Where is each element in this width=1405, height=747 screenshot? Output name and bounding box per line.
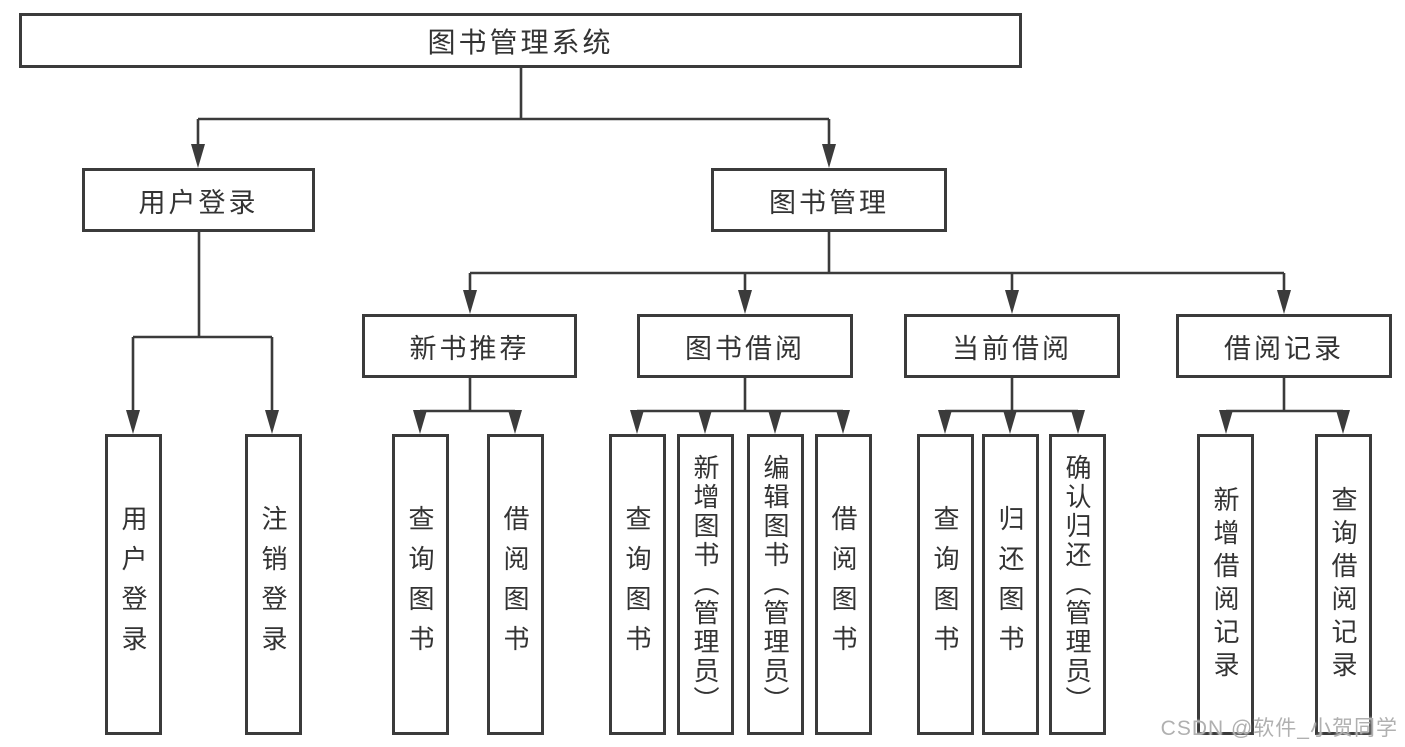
node-new-book-recommend: 新书推荐	[362, 314, 577, 378]
leaf-edit-book-admin: 编辑图书（管理员）	[747, 434, 804, 735]
leaf-borrow-books-borrow: 借阅图书	[815, 434, 872, 735]
node-book-management: 图书管理	[711, 168, 947, 232]
node-current-borrow: 当前借阅	[904, 314, 1120, 378]
leaf-confirm-return-admin: 确认归还（管理员）	[1049, 434, 1106, 735]
leaf-query-borrow-record: 查询借阅记录	[1315, 434, 1372, 735]
node-user-login: 用户登录	[82, 168, 315, 232]
leaf-query-books-borrow: 查询图书	[609, 434, 666, 735]
watermark: CSDN @软件_小贺同学	[1160, 717, 1398, 740]
leaf-query-books-current: 查询图书	[917, 434, 974, 735]
node-borrow-records: 借阅记录	[1176, 314, 1392, 378]
leaf-add-book-admin: 新增图书（管理员）	[677, 434, 734, 735]
node-root: 图书管理系统	[19, 13, 1022, 68]
leaf-logout: 注销登录	[245, 434, 302, 735]
leaf-borrow-books-recommend: 借阅图书	[487, 434, 544, 735]
leaf-add-borrow-record: 新增借阅记录	[1197, 434, 1254, 735]
leaf-query-books-recommend: 查询图书	[392, 434, 449, 735]
leaf-return-book: 归还图书	[982, 434, 1039, 735]
leaf-user-login: 用户登录	[105, 434, 162, 735]
node-book-borrow: 图书借阅	[637, 314, 853, 378]
